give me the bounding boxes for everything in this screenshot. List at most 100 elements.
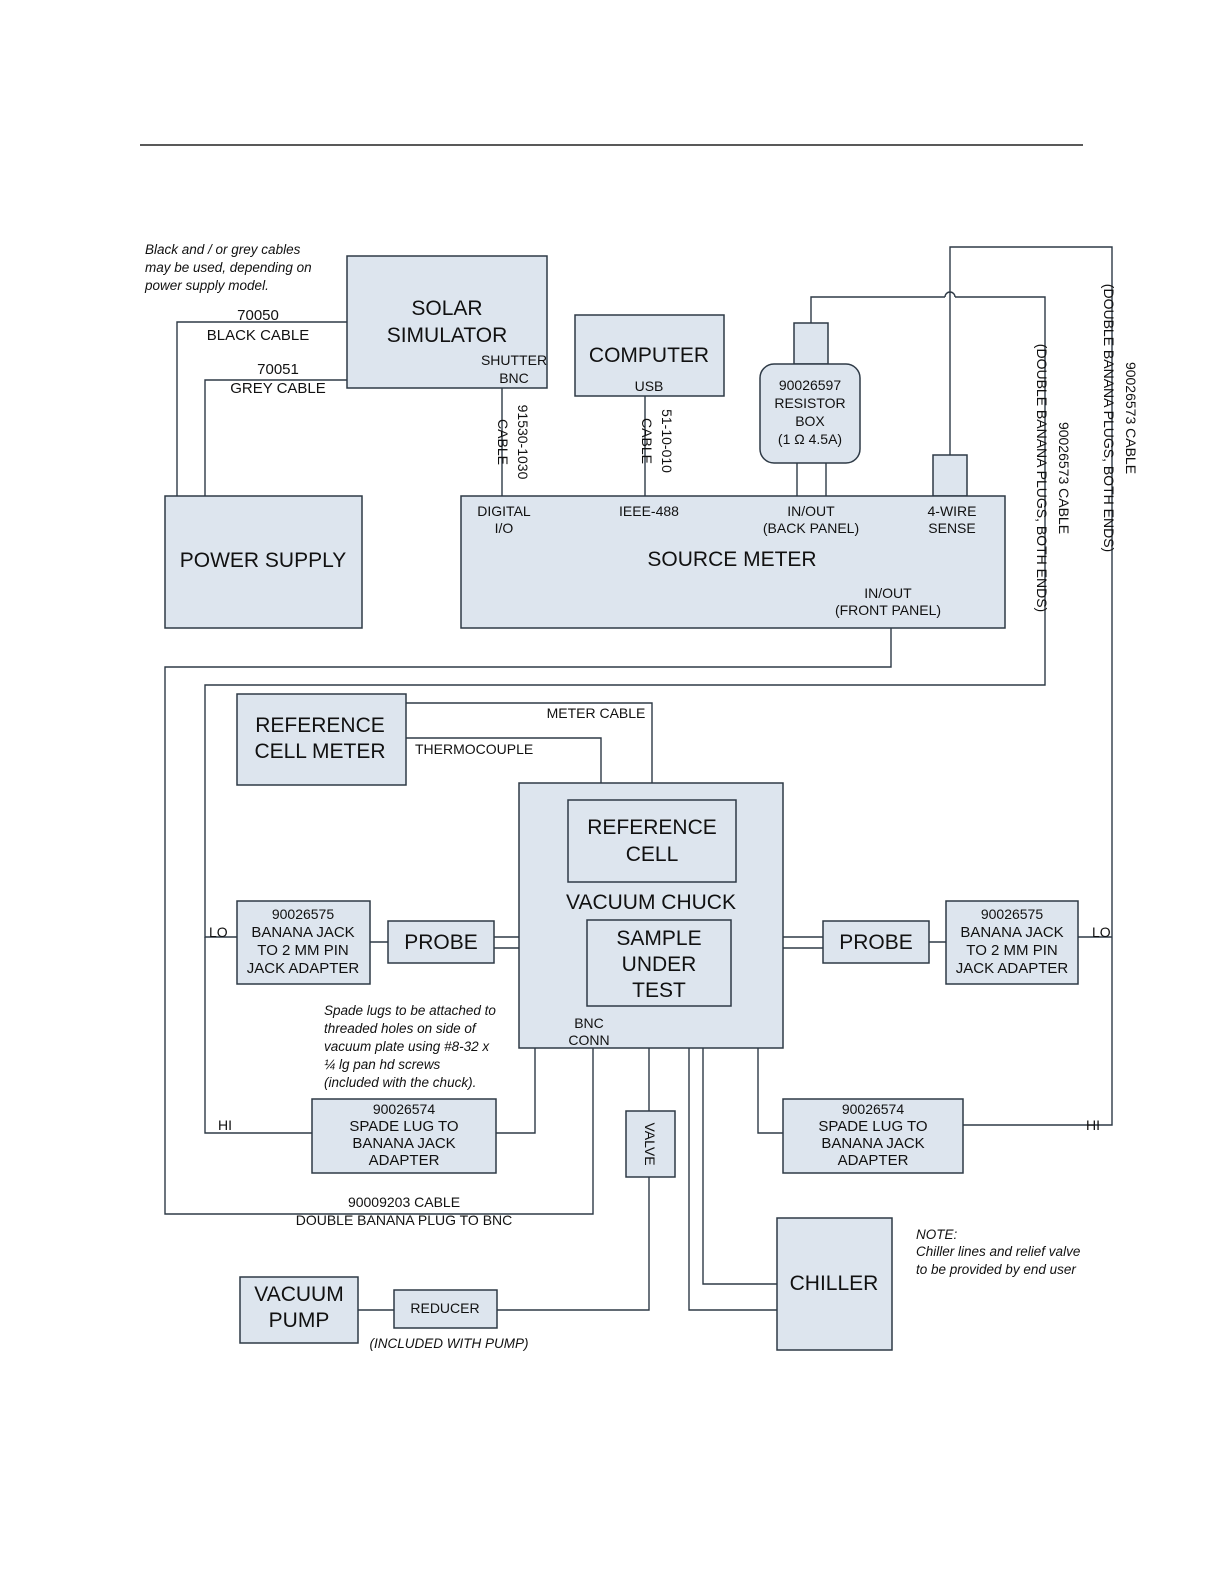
port-ieee-488: IEEE-488	[619, 503, 679, 519]
computer-box	[574, 314, 725, 397]
reference-cell-meter-label-1: REFERENCE	[255, 714, 385, 737]
spade-note-2: threaded holes on side of	[324, 1021, 477, 1036]
valve-box	[625, 1110, 676, 1178]
cable-90009203-label-1: 90009203 CABLE	[348, 1194, 460, 1210]
port-front-panel-1: IN/OUT	[864, 585, 912, 601]
port-back-panel-2: (BACK PANEL)	[763, 520, 859, 536]
wire-chiller-b	[688, 1048, 777, 1311]
chiller-note-2: Chiller lines and relief valve	[916, 1244, 1080, 1259]
wire-hi-left	[204, 937, 312, 1134]
cable-51-label-1: 51-10-010	[659, 409, 675, 473]
wire-sense-outer	[949, 246, 1113, 1126]
adapter-pin-right-4: JACK ADAPTER	[956, 960, 1069, 977]
adapter-pin-left-box	[236, 900, 371, 985]
cable-90009203-label-2: DOUBLE BANANA PLUG TO BNC	[296, 1212, 513, 1228]
resistor-box	[759, 363, 861, 464]
vacuum-chuck-label: VACUUM CHUCK	[566, 891, 736, 914]
wire-grey-cable	[204, 379, 347, 496]
wire-resistor-top	[204, 296, 1046, 938]
cables-note-3: power supply model.	[144, 278, 269, 293]
hi-left-label: HI	[218, 1117, 232, 1133]
adapter-pin-right-2: BANANA JACK	[960, 924, 1063, 941]
wire-chiller-a	[702, 1048, 777, 1285]
probe-left-box	[387, 920, 495, 964]
lo-right-label: LO	[1092, 924, 1111, 940]
sample-under-test-box	[586, 919, 732, 1007]
spade-note-5: (included with the chuck).	[324, 1075, 476, 1090]
resistor-label-3: BOX	[795, 413, 825, 429]
wire-spade-right	[757, 1048, 783, 1134]
solar-simulator-box	[346, 255, 548, 389]
grey-cable-label-1: 70051	[257, 361, 299, 378]
power-supply-label: POWER SUPPLY	[180, 549, 346, 572]
vacuum-pump-label-2: PUMP	[269, 1309, 330, 1332]
computer-label: COMPUTER	[589, 344, 709, 367]
black-cable-label-1: 70050	[237, 307, 279, 324]
reference-cell-meter-label-2: CELL METER	[254, 740, 385, 763]
port-back-panel-1: IN/OUT	[787, 503, 835, 519]
lo-left-label: LO	[209, 924, 228, 940]
sample-label-1: SAMPLE	[616, 927, 701, 950]
adapter-spade-right-1: 90026574	[842, 1101, 905, 1117]
adapter-spade-left-3: BANANA JACK	[352, 1135, 455, 1152]
wire-black-cable	[176, 321, 347, 496]
adapter-spade-right-box	[782, 1098, 964, 1174]
adapter-pin-right-3: TO 2 MM PIN	[966, 942, 1057, 959]
cables-note-1: Black and / or grey cables	[145, 242, 301, 257]
adapter-spade-left-4: ADAPTER	[369, 1152, 440, 1169]
reference-cell-label-1: REFERENCE	[587, 816, 717, 839]
wire-front-panel	[164, 627, 892, 1215]
adapter-pin-right-1: 90026575	[981, 906, 1044, 922]
cable-90026573-outer-1: 90026573 CABLE	[1123, 362, 1139, 474]
wire-vacuum-valve	[497, 1048, 650, 1311]
port-usb: USB	[635, 378, 664, 394]
sample-label-2: UNDER	[622, 953, 697, 976]
reference-cell-meter-box	[236, 693, 407, 786]
source-meter-label: SOURCE METER	[647, 548, 816, 571]
adapter-pin-left-1: 90026575	[272, 906, 335, 922]
adapter-spade-left-1: 90026574	[373, 1101, 436, 1117]
probe-right-label: PROBE	[839, 931, 913, 954]
resistor-label-4: (1 Ω 4.5A)	[778, 431, 842, 447]
wires	[164, 246, 1113, 1311]
port-digital-io-1: DIGITAL	[477, 503, 531, 519]
resistor-top-plug	[793, 322, 829, 365]
reducer-label: REDUCER	[410, 1300, 479, 1316]
cable-90026573-inner-2: (DOUBLE BANANA PLUGS, BOTH ENDS)	[1034, 344, 1050, 612]
probe-left-label: PROBE	[404, 931, 478, 954]
probe-right-box	[822, 920, 930, 964]
cable-91530-label-1: 91530-1030	[515, 405, 531, 480]
chiller-note-3: to be provided by end user	[916, 1262, 1076, 1277]
wire-thermocouple	[406, 737, 602, 800]
adapter-spade-right-2: SPADE LUG TO	[818, 1118, 927, 1135]
adapter-pin-left-4: JACK ADAPTER	[247, 960, 360, 977]
resistor-label-2: RESISTOR	[774, 395, 845, 411]
chiller-label: CHILLER	[790, 1272, 879, 1295]
port-shutter-2: BNC	[499, 370, 529, 386]
wire-meter-cable	[406, 702, 653, 800]
adapter-spade-left-2: SPADE LUG TO	[349, 1118, 458, 1135]
adapter-pin-right-box	[945, 900, 1079, 985]
port-front-panel-2: (FRONT PANEL)	[835, 602, 941, 618]
sample-label-3: TEST	[632, 979, 686, 1002]
hi-right-label: HI	[1086, 1117, 1100, 1133]
cable-51-label-2: CABLE	[639, 418, 655, 464]
meter-cable-label: METER CABLE	[547, 705, 646, 721]
port-digital-io-2: I/O	[495, 520, 514, 536]
spade-note-4: ¼ lg pan hd screws	[324, 1057, 441, 1072]
port-shutter-1: SHUTTER	[481, 352, 547, 368]
sensor-plug-box	[932, 454, 968, 497]
adapter-spade-left-box	[311, 1098, 497, 1174]
cable-90026573-outer-2: (DOUBLE BANANA PLUGS, BOTH ENDS)	[1101, 284, 1117, 552]
reference-cell-box	[567, 799, 737, 883]
port-four-wire-1: 4-WIRE	[928, 503, 977, 519]
wire-spade-left	[496, 1048, 536, 1134]
port-bnc-1: BNC	[574, 1015, 604, 1031]
cable-90026573-inner-1: 90026573 CABLE	[1056, 422, 1072, 534]
grey-cable-label-2: GREY CABLE	[230, 380, 326, 397]
adapter-pin-left-3: TO 2 MM PIN	[257, 942, 348, 959]
cables-note-2: may be used, depending on	[145, 260, 312, 275]
black-cable-label-2: BLACK CABLE	[207, 327, 310, 344]
chiller-box	[776, 1217, 893, 1351]
